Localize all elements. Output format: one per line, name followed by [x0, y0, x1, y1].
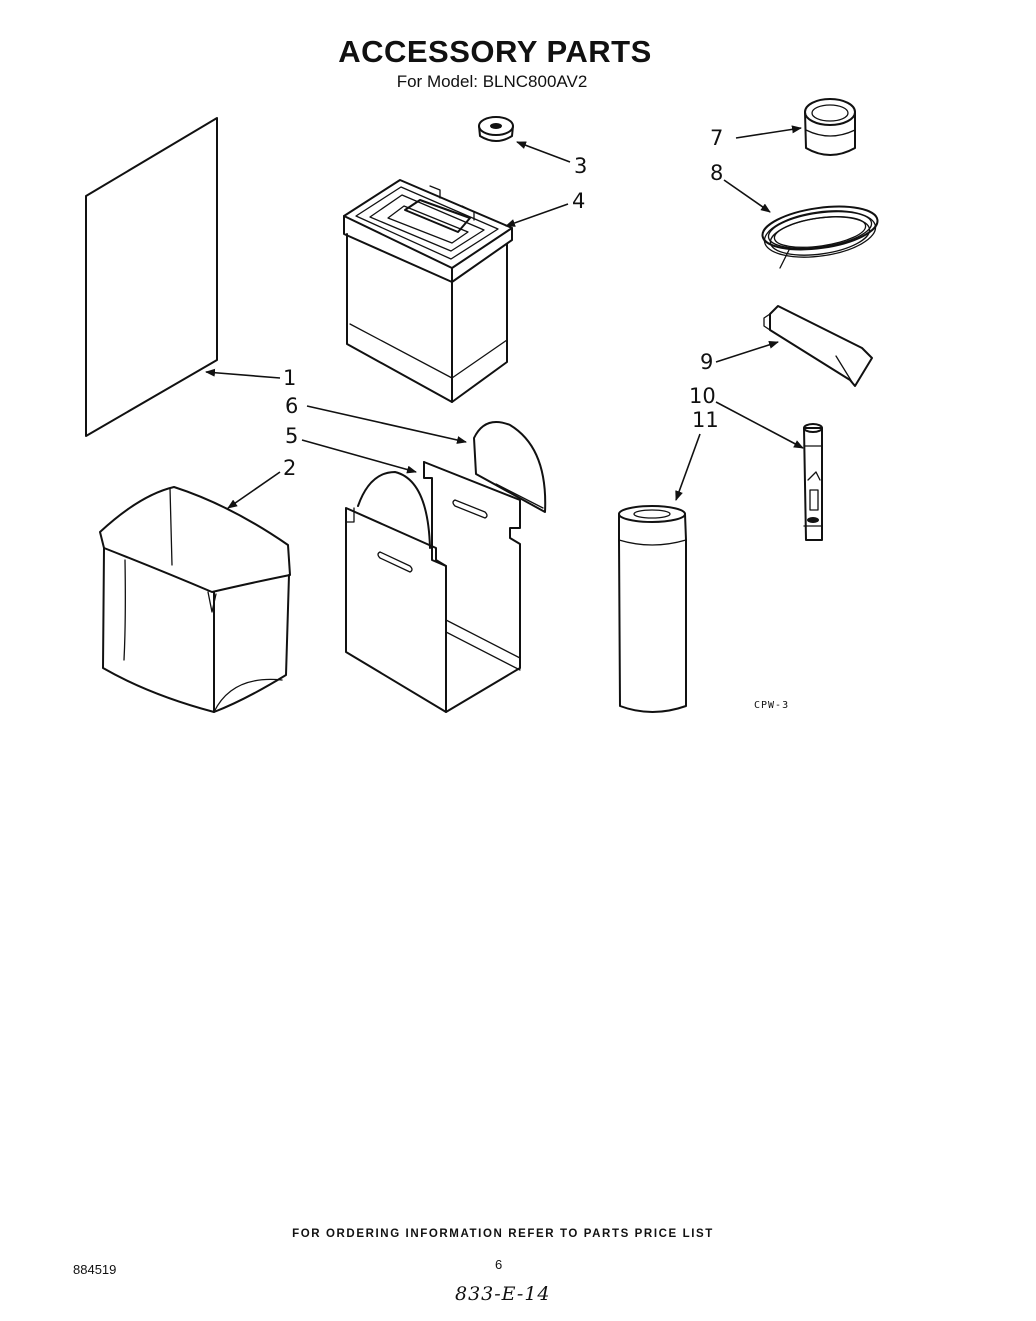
leader-10: [715, 401, 804, 449]
leader-11: [675, 433, 701, 501]
callout-11: 11: [692, 408, 719, 432]
callout-10: 10: [689, 384, 716, 408]
callout-4: 4: [572, 189, 586, 213]
callout-9: 9: [700, 350, 714, 374]
part-3-cap: [478, 116, 514, 142]
figure-code: CPW-3: [754, 700, 790, 711]
model-subtitle: For Model: BLNC800AV2: [396, 72, 588, 91]
part-9-tube: [763, 305, 873, 387]
ordering-note: FOR ORDERING INFORMATION REFER TO PARTS …: [292, 1228, 714, 1240]
leader-2: [227, 471, 281, 509]
callout-2: 2: [283, 456, 297, 480]
part-6-plate: [473, 421, 547, 513]
callout-8: 8: [710, 161, 724, 185]
callout-1: 1: [283, 366, 297, 390]
page-number: 6: [495, 1257, 503, 1272]
leader-7: [735, 125, 802, 139]
handwritten-note: 833-E-14: [455, 1283, 551, 1305]
leader-9: [715, 340, 779, 363]
callout-7: 7: [710, 126, 724, 150]
callout-6: 6: [285, 394, 299, 418]
leader-lines: [205, 125, 804, 509]
part-11-can: [618, 505, 687, 713]
part-1-sheet: [85, 117, 218, 437]
part-8-cord: [761, 205, 879, 269]
part-4-container: [343, 179, 513, 403]
leader-1: [205, 368, 281, 379]
page-title: ACCESSORY PARTS: [338, 34, 652, 69]
document-number: 884519: [73, 1262, 117, 1277]
part-10-pen: [803, 423, 823, 541]
leader-4: [505, 203, 569, 227]
part-7-jar: [804, 98, 856, 156]
leader-5: [301, 439, 417, 474]
callout-3: 3: [574, 154, 588, 178]
callout-5: 5: [285, 424, 299, 448]
part-5-bracket: [345, 461, 521, 713]
leader-6: [306, 405, 467, 444]
leader-8: [723, 179, 771, 213]
leader-3: [516, 141, 571, 163]
part-2-bag: [99, 486, 291, 713]
